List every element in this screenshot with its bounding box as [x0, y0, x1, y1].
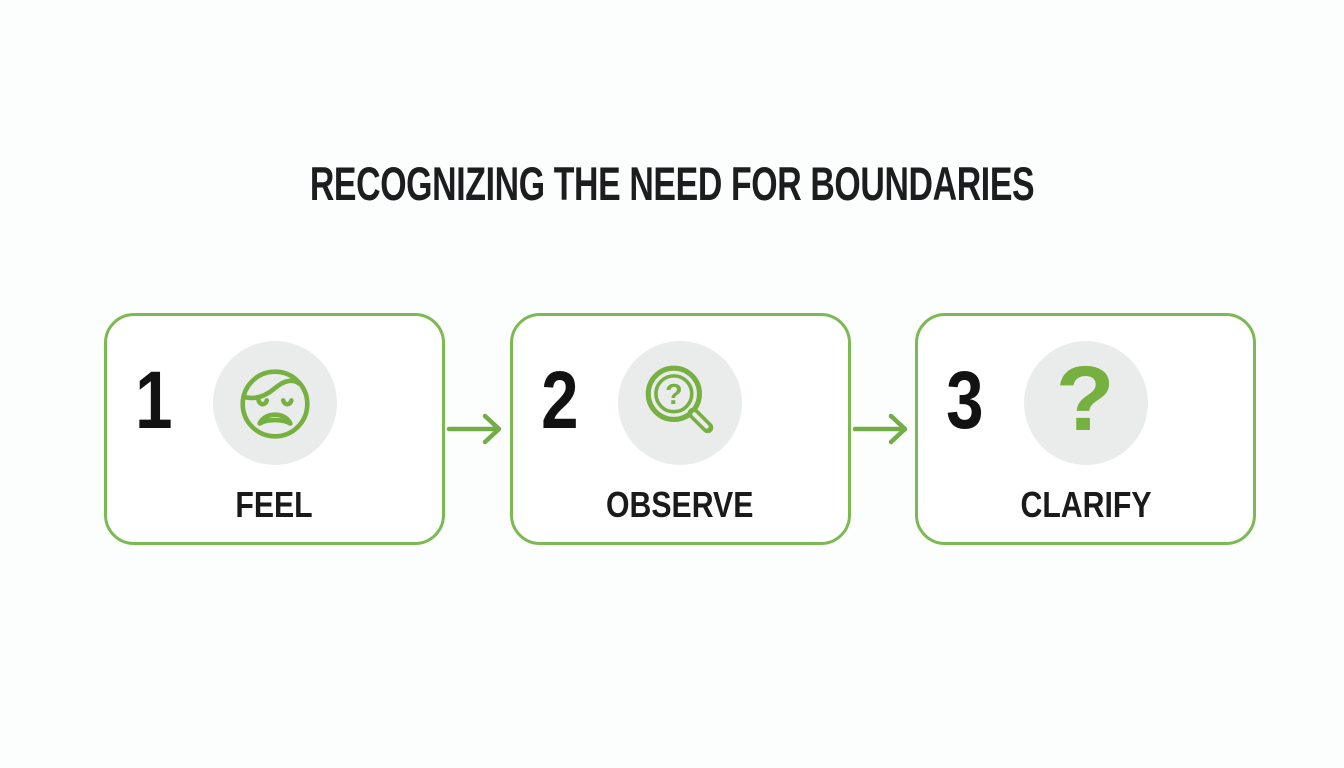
right-arrow-icon [852, 413, 907, 445]
step-label: OBSERVE [606, 484, 754, 525]
step-label: CLARIFY [1019, 484, 1152, 525]
step-number: 3 [946, 355, 984, 446]
question-mark-icon: ? [1055, 348, 1115, 450]
page-title-text: RECOGNIZING THE NEED FOR BOUNDARIES [309, 157, 1035, 210]
icon-badge: ? [1023, 341, 1148, 465]
right-arrow-icon [447, 413, 502, 445]
magnifier-question-icon: ? [645, 365, 714, 434]
step-number: 1 [135, 355, 173, 446]
step-card-clarify: 3 ? CLARIFY [915, 313, 1256, 545]
icon-badge: ? [618, 341, 742, 465]
process-flow: 1 FEEL [104, 313, 1256, 545]
icon-badge [212, 341, 337, 465]
step-card-feel: 1 FEEL [104, 313, 445, 545]
magnifier-question-glyph: ? [665, 379, 683, 411]
flow-connector [445, 407, 510, 451]
step-label: FEEL [235, 484, 314, 525]
flow-connector [851, 407, 916, 451]
sad-face-icon [239, 369, 310, 439]
step-number: 2 [540, 355, 579, 446]
page-title: RECOGNIZING THE NEED FOR BOUNDARIES [0, 158, 1344, 210]
step-card-observe: 2 ? OBSERVE [509, 313, 851, 545]
